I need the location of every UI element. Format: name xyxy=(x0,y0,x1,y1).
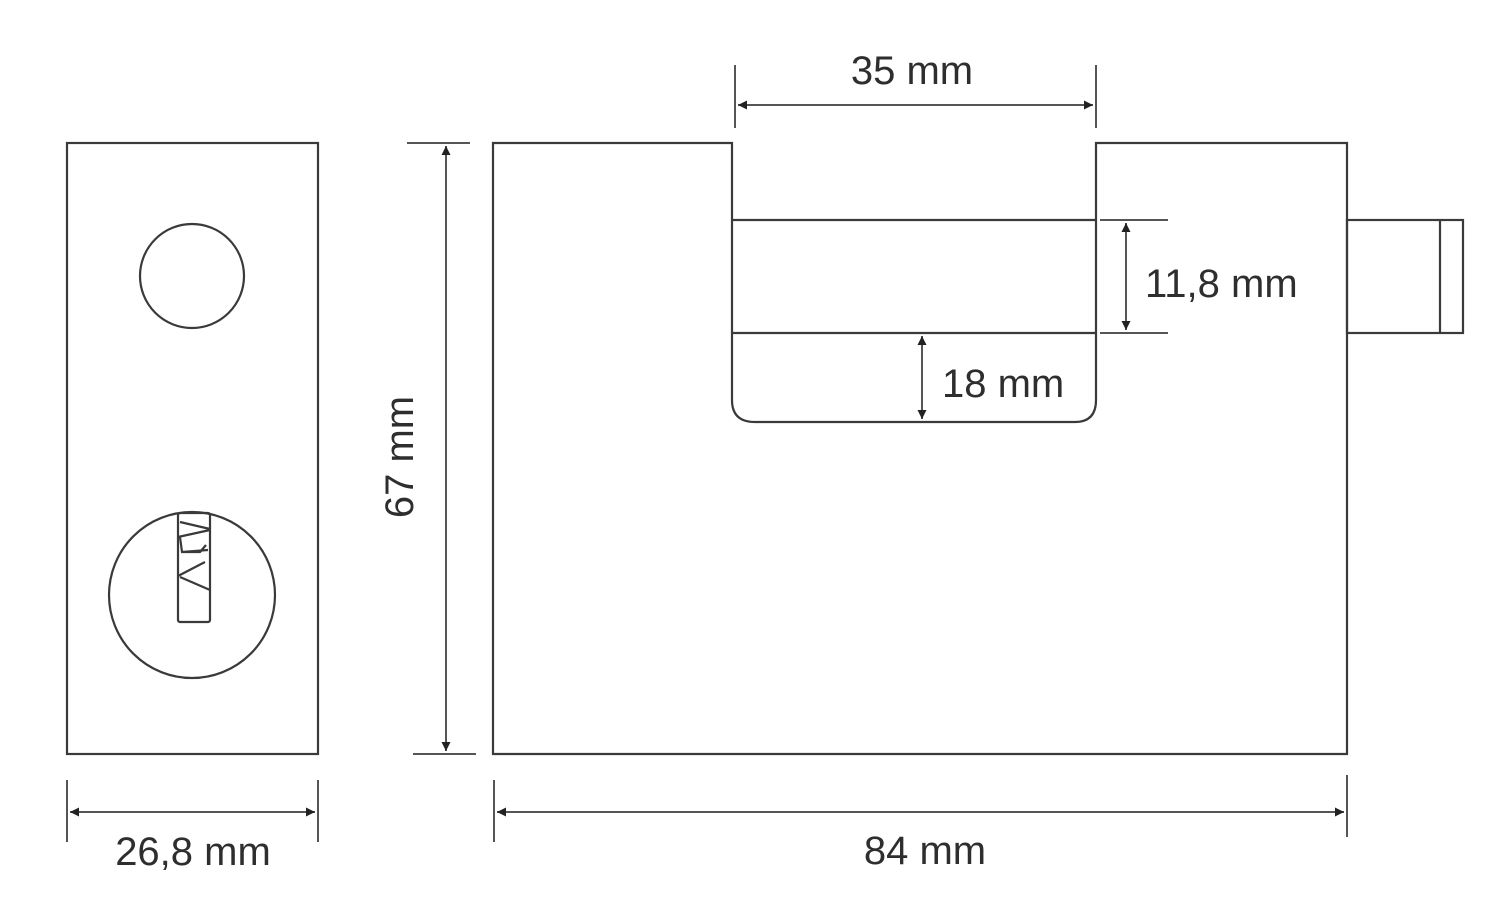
shackle-thickness-dimension: 11,8 mm xyxy=(1100,219,1298,334)
lock-body xyxy=(491,141,1349,756)
shackle-clearance-dimension: 18 mm xyxy=(917,336,1064,419)
keyhole-icon xyxy=(176,511,212,624)
cylinder-lock xyxy=(107,510,277,680)
side-body xyxy=(65,141,320,756)
side-view xyxy=(65,141,320,756)
bolt xyxy=(1345,218,1465,335)
height-label: 67 mm xyxy=(378,396,422,518)
side-width-label: 26,8 mm xyxy=(115,830,271,874)
shackle-clearance-label: 18 mm xyxy=(942,362,1064,406)
key-pins xyxy=(177,520,211,592)
height-dimension: 67 mm xyxy=(378,142,476,755)
shackle-thickness-label: 11,8 mm xyxy=(1145,262,1298,306)
front-view xyxy=(491,141,1465,756)
shackle-gap-label: 35 mm xyxy=(851,49,973,93)
screw-hole xyxy=(138,222,246,330)
shackle-gap-dimension: 35 mm xyxy=(734,49,1097,128)
side-width-dimension: 26,8 mm xyxy=(66,780,319,874)
body-width-dimension: 84 mm xyxy=(493,775,1348,873)
body-width-label: 84 mm xyxy=(864,829,986,873)
